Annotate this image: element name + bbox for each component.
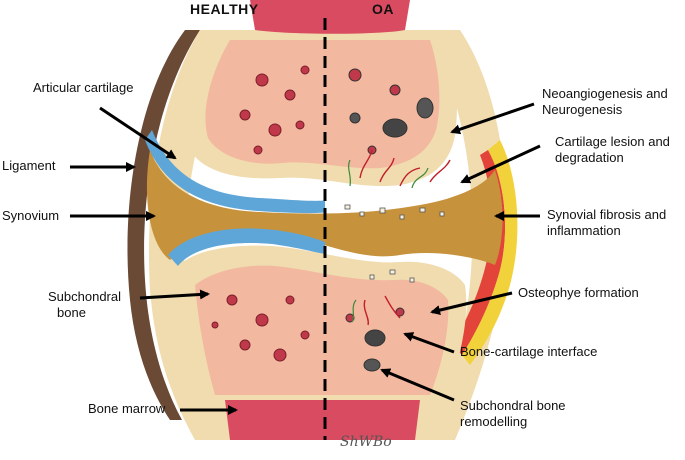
arrow-cartilage-lesion: [460, 144, 541, 184]
label-arrows: [70, 102, 541, 415]
joint-space: [146, 150, 503, 265]
neovessels: [359, 149, 451, 326]
label-cartilage-lesion-line2: degradation: [555, 150, 624, 165]
label-osteophyte: Osteophye formation: [518, 285, 639, 300]
marrow-pores-oa: [345, 68, 434, 372]
label-synovium: Synovium: [2, 208, 60, 223]
lower-marrow: [225, 400, 420, 440]
arrow-osteophyte: [430, 291, 513, 316]
label-synovial-fibrosis-line2: inflammation: [547, 223, 621, 238]
label-articular-cartilage: Articular cartilage: [33, 80, 134, 95]
marrow-pores-healthy: [211, 65, 310, 362]
ligament-band: [127, 30, 200, 420]
upper-bone-interior: [205, 40, 440, 169]
label-subchondral-remodelling-line2: remodelling: [460, 414, 528, 429]
label-cartilage-lesion-line1: Cartilage lesion and: [555, 134, 670, 149]
arrow-neoangiogenesis: [450, 102, 535, 135]
label-bone-cartilage-interface: Bone-cartilage interface: [460, 344, 598, 359]
arrow-subchondral-bone: [139, 289, 210, 300]
lower-bone-interior: [195, 265, 449, 395]
cartilage-fragments: [344, 204, 445, 283]
header-healthy: HEALTHY: [190, 1, 259, 17]
label-subchondral-bone-line1: Subchondral: [48, 289, 121, 304]
label-neoangiogenesis-line2: Neurogenesis: [542, 102, 623, 117]
capsule-left: [148, 30, 235, 440]
neonerves: [347, 159, 429, 323]
label-neoangiogenesis-line1: Neoangiogenesis and: [542, 86, 668, 101]
arrow-articular-cartilage: [99, 106, 177, 160]
label-synovial-fibrosis-line1: Synovial fibrosis and: [547, 207, 667, 222]
arrow-remodelling: [380, 368, 455, 402]
label-subchondral-remodelling-line1: Subchondral bone: [460, 398, 566, 413]
upper-marrow: [250, 0, 410, 34]
label-ligament: Ligament: [2, 158, 56, 173]
label-bone-marrow: Bone marrow: [88, 401, 166, 416]
artist-signature: ShWBo: [340, 434, 392, 450]
arrow-interface: [403, 332, 455, 354]
lower-cartilage: [168, 228, 325, 266]
header-oa: OA: [372, 1, 394, 17]
synovial-fibrosis: [462, 140, 518, 365]
upper-cartilage: [145, 130, 325, 214]
label-subchondral-bone-line2: bone: [57, 305, 86, 320]
